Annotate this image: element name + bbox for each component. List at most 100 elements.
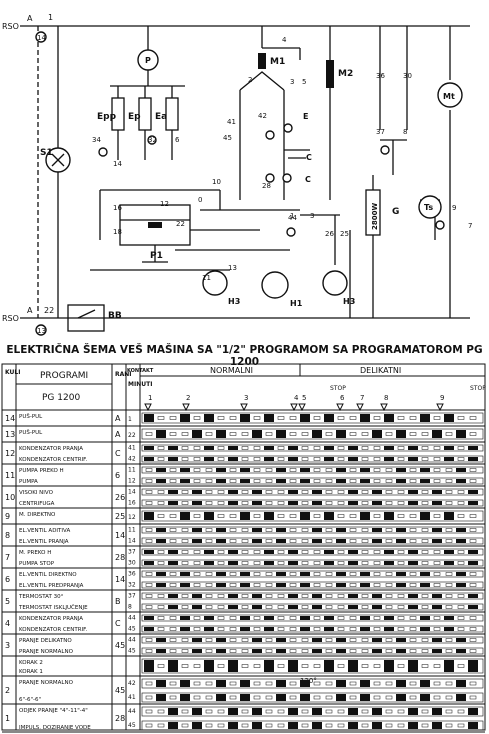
timing-tick bbox=[445, 605, 453, 609]
timing-segment bbox=[156, 479, 166, 483]
timing-segment bbox=[276, 680, 286, 687]
node-13: 13 bbox=[37, 327, 46, 335]
row-program: TERMOSTAT 30° bbox=[18, 594, 64, 600]
timing-segment bbox=[204, 616, 214, 620]
timing-tick bbox=[409, 468, 417, 472]
timing-segment bbox=[252, 605, 262, 609]
timing-tick bbox=[145, 709, 153, 714]
timing-segment bbox=[216, 468, 226, 472]
timing-segment bbox=[372, 605, 382, 609]
timing-segment bbox=[420, 616, 430, 620]
timing-segment bbox=[456, 430, 466, 438]
timing-segment bbox=[444, 446, 454, 450]
timing-tick bbox=[205, 695, 213, 700]
motor-m2-label: M2 bbox=[338, 69, 353, 79]
timing-segment bbox=[288, 660, 298, 672]
node-14: 14 bbox=[37, 34, 46, 42]
timing-tick bbox=[277, 501, 285, 505]
timing-tick bbox=[325, 649, 333, 653]
timing-tick bbox=[145, 501, 153, 505]
timing-tick bbox=[337, 594, 345, 598]
timing-tick bbox=[457, 616, 465, 620]
timing-tick bbox=[433, 479, 441, 483]
bb-label: BB bbox=[108, 311, 122, 321]
timing-tick bbox=[181, 605, 189, 609]
timing-tick bbox=[325, 638, 333, 642]
timing-tick bbox=[265, 501, 273, 505]
timing-segment bbox=[432, 649, 442, 653]
timing-tick bbox=[193, 664, 201, 668]
timing-tick bbox=[469, 638, 477, 642]
timing-segment bbox=[360, 468, 370, 472]
timing-track bbox=[141, 548, 484, 556]
row-rani: 26 bbox=[115, 493, 125, 502]
pump-label: P bbox=[145, 56, 151, 65]
timing-segment bbox=[396, 539, 406, 543]
row-kulir: 1 bbox=[5, 714, 10, 723]
timing-segment bbox=[192, 605, 202, 609]
timing-segment bbox=[444, 561, 454, 565]
timing-tick bbox=[217, 627, 225, 631]
timing-segment bbox=[312, 430, 322, 438]
timing-segment bbox=[336, 528, 346, 532]
timing-tick bbox=[469, 681, 477, 686]
timing-segment bbox=[384, 561, 394, 565]
row-program-sub: KONDENZATOR CENTRIF. bbox=[19, 457, 87, 463]
timing-tick bbox=[277, 416, 285, 420]
timing-segment bbox=[360, 627, 370, 631]
timing-segment bbox=[444, 414, 454, 422]
timing-segment bbox=[336, 680, 346, 687]
thermostat-symbol bbox=[418, 195, 442, 219]
timing-tick bbox=[229, 416, 237, 420]
step-number: 5 bbox=[302, 394, 306, 402]
timing-tick bbox=[385, 501, 393, 505]
timing-segment bbox=[420, 694, 430, 701]
step-marker bbox=[290, 403, 298, 412]
timing-tick bbox=[277, 446, 285, 450]
timing-segment bbox=[444, 512, 454, 520]
timing-segment bbox=[456, 479, 466, 483]
timing-track bbox=[141, 537, 484, 545]
timing-segment bbox=[264, 446, 274, 450]
timing-tick bbox=[325, 479, 333, 483]
timing-tick bbox=[445, 479, 453, 483]
timing-segment bbox=[324, 627, 334, 631]
timing-segment bbox=[396, 572, 406, 576]
timing-tick bbox=[433, 627, 441, 631]
timing-tick bbox=[373, 681, 381, 686]
timing-segment bbox=[252, 708, 262, 715]
timing-tick bbox=[361, 723, 369, 728]
timing-tick bbox=[205, 709, 213, 714]
timing-tick bbox=[193, 627, 201, 631]
timing-segment bbox=[192, 539, 202, 543]
timing-tick bbox=[433, 457, 441, 461]
timing-segment bbox=[336, 649, 346, 653]
timing-tick bbox=[145, 681, 153, 686]
timing-tick bbox=[397, 501, 405, 505]
timing-tick bbox=[337, 709, 345, 714]
timing-segment bbox=[216, 638, 226, 642]
step-marker bbox=[436, 403, 444, 412]
timing-tick bbox=[217, 594, 225, 598]
timing-segment bbox=[396, 680, 406, 687]
timing-segment bbox=[372, 638, 382, 642]
timing-segment bbox=[276, 528, 286, 532]
row-rani: B bbox=[115, 597, 121, 606]
timing-tick bbox=[349, 681, 357, 686]
timing-segment bbox=[468, 457, 478, 461]
timing-tick bbox=[289, 528, 297, 532]
timing-tick bbox=[445, 432, 453, 436]
timing-segment bbox=[144, 512, 154, 520]
timing-segment bbox=[324, 512, 334, 520]
row-contact: 1 bbox=[128, 416, 132, 423]
terminal-number: 14 bbox=[113, 160, 122, 168]
timing-segment bbox=[264, 627, 274, 631]
timing-tick bbox=[325, 695, 333, 700]
row-kulir: 3 bbox=[5, 641, 10, 650]
timing-tick bbox=[433, 572, 441, 576]
timing-tick bbox=[469, 616, 477, 620]
timing-tick bbox=[217, 723, 225, 728]
timing-tick bbox=[325, 468, 333, 472]
timing-segment bbox=[348, 501, 358, 505]
row-contact: 12 bbox=[128, 478, 136, 485]
